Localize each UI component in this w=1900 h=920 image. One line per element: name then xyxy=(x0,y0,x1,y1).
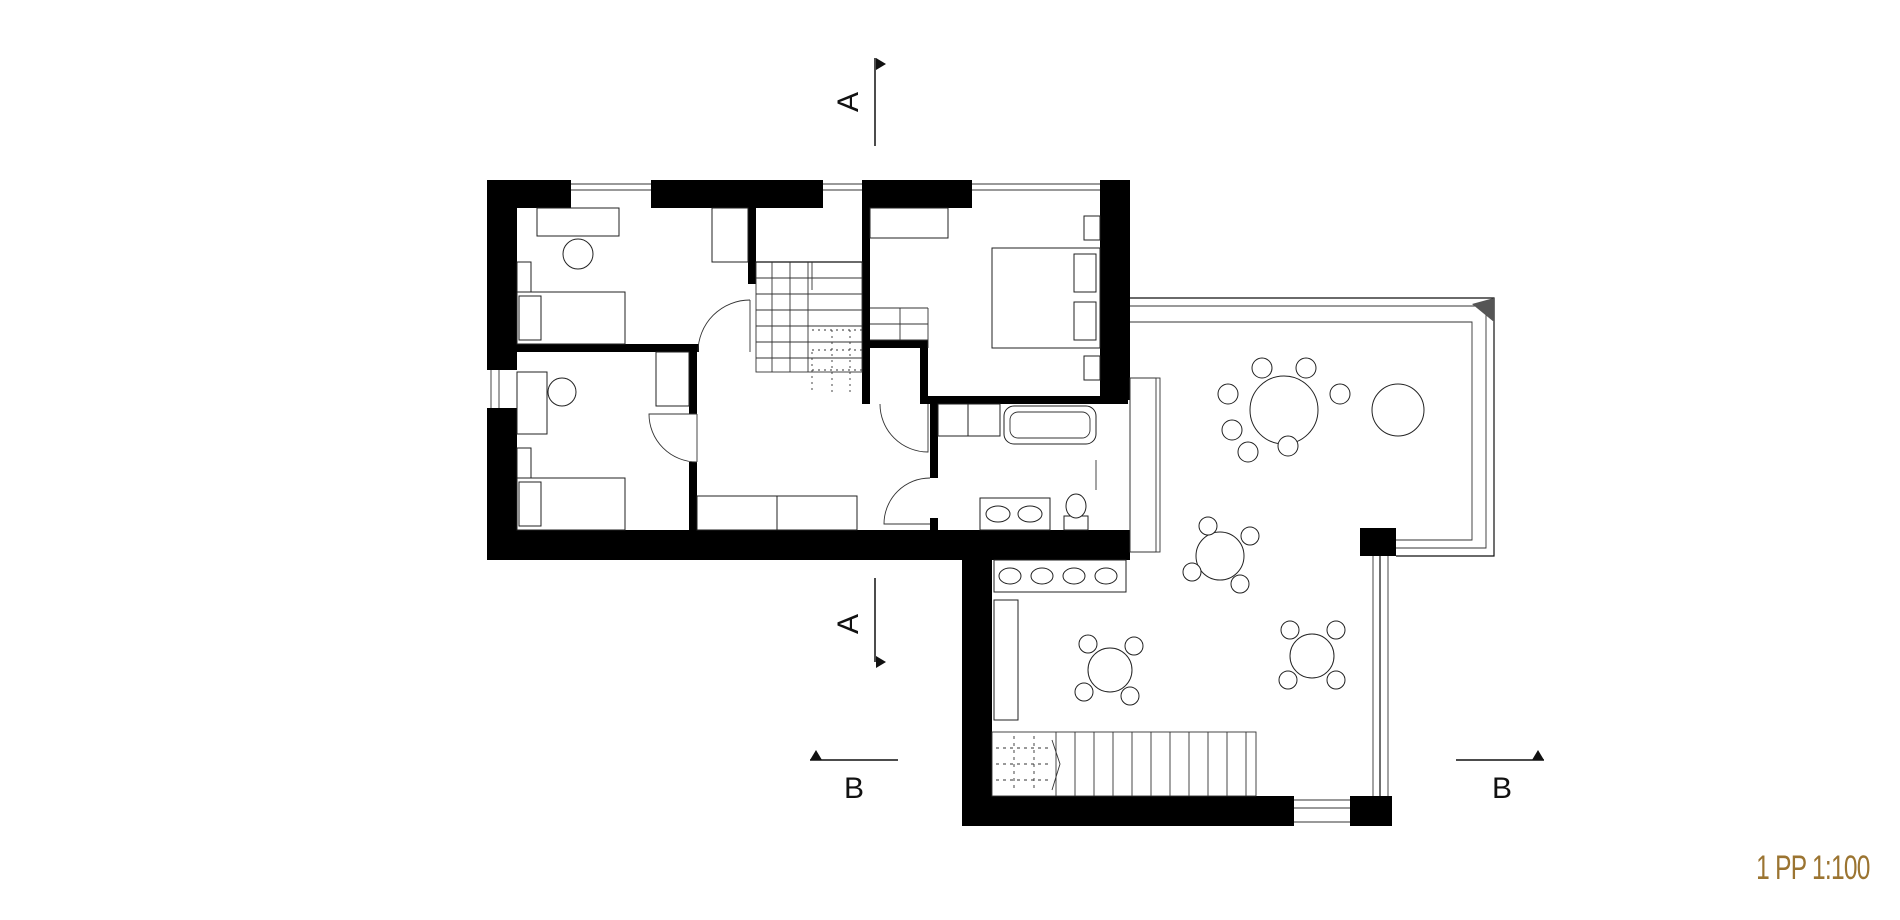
bedroom-2-furniture xyxy=(516,351,690,531)
walls xyxy=(487,180,1396,826)
upper-staircase xyxy=(755,261,929,392)
doors xyxy=(648,299,931,525)
section-marker-b-left: B xyxy=(810,750,898,805)
windows xyxy=(490,183,1350,823)
terrace xyxy=(1130,297,1495,800)
dining-table-large xyxy=(1217,357,1351,463)
section-marker-a-top: A xyxy=(832,58,886,146)
bathroom-fixtures xyxy=(937,403,1097,531)
section-marker-a-bottom: A xyxy=(832,578,886,668)
bedroom-1-furniture xyxy=(516,207,749,345)
section-b-left-label: B xyxy=(844,772,864,805)
master-bedroom-furniture xyxy=(869,207,1101,381)
kitchen-counter xyxy=(993,377,1161,721)
scale-label: 1 PP 1:100 xyxy=(1756,849,1870,887)
hall-storage xyxy=(696,495,858,531)
dining-table-2 xyxy=(1182,516,1260,594)
dining-table-3 xyxy=(1074,634,1144,706)
lower-staircase xyxy=(991,731,1257,797)
section-a-top-label: A xyxy=(832,92,865,112)
section-a-bottom-label: A xyxy=(832,614,865,634)
section-marker-b-right: B xyxy=(1456,750,1544,805)
dining-table-4 xyxy=(1278,620,1346,690)
round-table-terrace xyxy=(1371,383,1425,437)
section-b-right-label: B xyxy=(1492,772,1512,805)
